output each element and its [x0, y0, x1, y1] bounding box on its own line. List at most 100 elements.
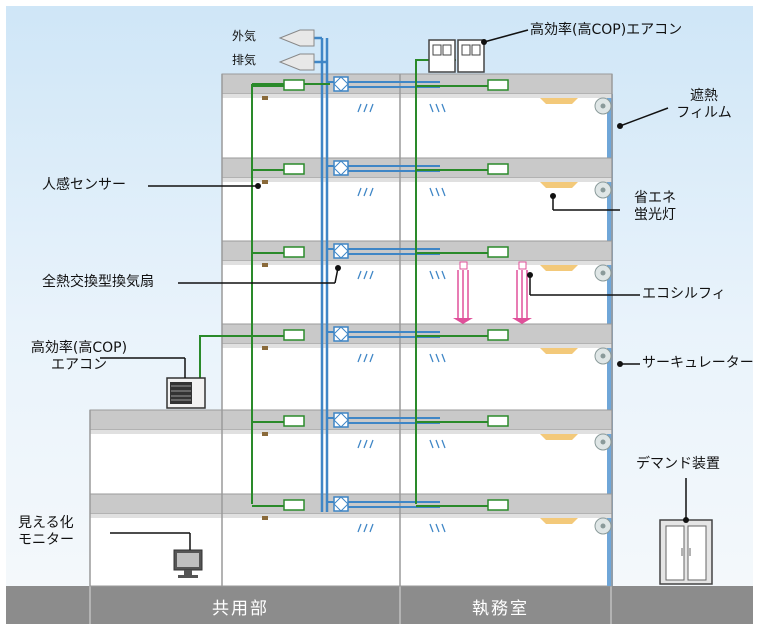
wall-aircon-unit — [166, 377, 206, 409]
indoor-aircon-left — [283, 329, 305, 341]
exhaust-arrow — [357, 103, 362, 113]
indoor-aircon-left — [283, 499, 305, 511]
erv-unit-mark — [333, 412, 349, 428]
supply-arrow — [441, 187, 446, 197]
erv-unit — [333, 412, 349, 428]
circulator-label: サーキュレーター — [642, 355, 754, 371]
erv-unit-mark — [333, 496, 349, 512]
motion-sensor — [262, 263, 268, 267]
erv-unit — [333, 243, 349, 259]
exhaust-arrow — [369, 187, 374, 197]
indoor-aircon-left — [283, 246, 305, 258]
exhaust-arrow — [357, 270, 362, 280]
motion-sensor-label: 人感センサー — [42, 177, 126, 193]
motion-sensor — [262, 346, 268, 350]
columns — [89, 74, 613, 586]
indoor-aircon-right — [487, 79, 509, 91]
exhaust-arrow — [357, 353, 362, 363]
ground-label-common: 共用部 — [212, 599, 269, 619]
motion-sensor — [262, 96, 268, 100]
leader-dots — [255, 39, 689, 523]
indoor-aircon-left — [283, 163, 305, 175]
supply-arrow — [435, 523, 440, 533]
supply-arrow — [441, 103, 446, 113]
outside-air-label: 外気 — [232, 29, 257, 43]
ceiling-line — [90, 430, 612, 434]
supply-arrow — [441, 523, 446, 533]
circulator-hub — [600, 270, 606, 276]
floor-fixtures — [262, 76, 612, 535]
floor-slab — [89, 409, 613, 431]
motion-sensor — [262, 180, 268, 184]
erv-label: 全熱交換型換気扇 — [42, 274, 154, 290]
indoor-aircon-right — [487, 415, 509, 427]
heat-film-label-line1: 遮熱 — [690, 88, 718, 104]
erv-unit-mark — [333, 326, 349, 342]
ecosilfy-label: エコシルフィ — [642, 286, 726, 302]
supply-arrow — [435, 353, 440, 363]
motion-sensor — [262, 516, 268, 520]
ventilation-ducts — [314, 36, 440, 512]
erv-unit — [333, 496, 349, 512]
roof-vents — [278, 29, 315, 71]
exhaust-arrow — [363, 187, 368, 197]
supply-arrow — [435, 439, 440, 449]
exhaust-arrow — [363, 270, 368, 280]
exhaust-arrow — [363, 439, 368, 449]
circulator-hub — [600, 353, 606, 359]
exhaust-air-label: 排気 — [232, 53, 257, 67]
exhaust-arrow — [357, 187, 362, 197]
monitor-label: 見える化 モニター — [18, 515, 74, 549]
supply-arrow — [429, 187, 434, 197]
ecosilfy-unit — [459, 261, 468, 270]
supply-arrow — [429, 523, 434, 533]
indoor-aircon-right — [487, 499, 509, 511]
supply-arrow — [435, 103, 440, 113]
floor-slab — [89, 493, 613, 515]
led-light — [540, 434, 578, 440]
erv-unit — [333, 326, 349, 342]
demand-device — [659, 519, 713, 585]
indoor-aircon-right — [487, 329, 509, 341]
ecosilfy-unit — [518, 261, 527, 270]
heat-film-label: 遮熱 フィルム — [668, 88, 740, 122]
erv-unit-mark — [333, 160, 349, 176]
exhaust-arrow — [369, 270, 374, 280]
roof-aircon-units — [428, 39, 485, 73]
wall-aircon-label-line2: エアコン — [51, 357, 107, 373]
ceiling-line — [90, 514, 612, 518]
erv-unit — [333, 160, 349, 176]
monitor-label-line2: モニター — [18, 532, 74, 548]
circulator-hub — [600, 103, 606, 109]
heat-film-label-line2: フィルム — [676, 105, 732, 121]
led-light — [540, 265, 578, 271]
wall-aircon-label-line1: 高効率(高COP) — [30, 340, 128, 356]
ground-label-office: 執務室 — [472, 599, 529, 619]
visualization-monitor — [173, 549, 203, 578]
circulator-hub — [600, 523, 606, 529]
exhaust-arrow — [369, 439, 374, 449]
supply-arrow — [441, 353, 446, 363]
indoor-aircon-right — [487, 163, 509, 175]
led-light-label-line2: 蛍光灯 — [634, 207, 676, 223]
wall-aircon-label: 高効率(高COP) エアコン — [14, 340, 144, 374]
ecosilfy-arrow-head — [512, 318, 532, 324]
erv-unit-mark — [333, 243, 349, 259]
led-light-label-line1: 省エネ — [634, 190, 676, 206]
supply-arrow — [429, 103, 434, 113]
indoor-aircon-right — [487, 246, 509, 258]
circulator-hub — [600, 439, 606, 445]
supply-arrow — [429, 353, 434, 363]
exhaust-arrow — [369, 353, 374, 363]
supply-arrow — [441, 439, 446, 449]
roof-aircon-label: 高効率(高COP)エアコン — [530, 22, 683, 38]
erv-unit — [333, 76, 349, 92]
ecosilfy-arrow-head — [453, 318, 473, 324]
indoor-aircon-left — [283, 79, 305, 91]
led-light — [540, 182, 578, 188]
exhaust-arrow — [357, 523, 362, 533]
exhaust-arrow — [369, 103, 374, 113]
indoor-aircon-left — [283, 415, 305, 427]
